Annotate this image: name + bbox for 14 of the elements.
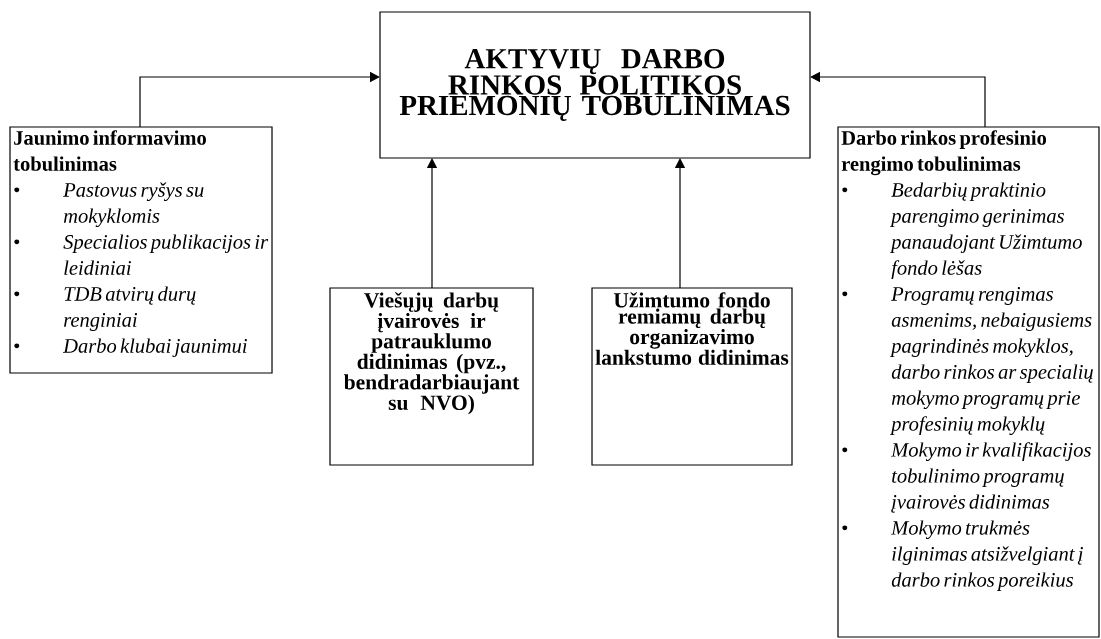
title-box: AKTYVIŲ DARBO RINKOS POLITIKOS PRIEMONIŲ TOBULINIMAS bbox=[379, 11, 811, 159]
bullet: • bbox=[14, 239, 20, 245]
bullet: • bbox=[842, 291, 848, 297]
text-box: Darbo rinkos profesinio rengimo tobulinimas • Bedarbių praktinio parengimo gerinimas panaudojant Užimtumo fondo lėšas • Programų rengimas asmenims, nebaigusiems pagrindinės mokyklos, darbo rinkos ar specialių mokymo programų prie profesinių mokyklų • Mokymo ir kvalifikacijos tobulinimo programų įvairovės didinimas • Mokymo trukmės ilginimas atsižvelgiant į darbo rinkos poreikius bbox=[837, 126, 1100, 638]
text-box: Užimtumo fondo remiamų darbų organizavimo lankstumo didinimas bbox=[591, 287, 793, 466]
bullet: • bbox=[14, 291, 20, 297]
bullet: • bbox=[842, 187, 848, 193]
bullet: • bbox=[842, 525, 848, 531]
bullet: • bbox=[842, 447, 848, 453]
text-box: Viešųjų darbų įvairovės ir patrauklumo didinimas (pvz., bendradarbiaujant su NVO) bbox=[329, 287, 534, 466]
arrow bbox=[139, 71, 380, 128]
bullet: • bbox=[14, 187, 20, 193]
text-box: Jaunimo informavimo tobulinimas • Pastovus ryšys su mokyklomis • Specialios publikacijos ir leidiniai • TDB atvirų durų renginiai • Darbo klubai jaunimui bbox=[9, 126, 273, 374]
bullet: • bbox=[14, 343, 20, 349]
